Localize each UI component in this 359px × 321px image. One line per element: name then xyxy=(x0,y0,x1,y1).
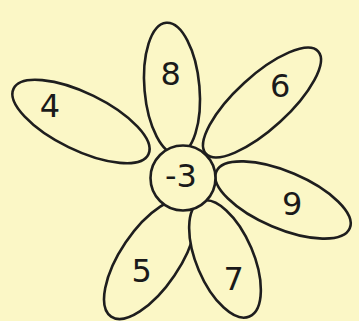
petal-number: 6 xyxy=(270,69,290,101)
center-shape xyxy=(151,146,216,211)
petal-shape xyxy=(139,20,205,156)
petal-outline xyxy=(0,61,163,182)
petal-outline xyxy=(186,29,338,175)
petal-shape xyxy=(188,31,336,173)
flower-petal: 6 xyxy=(186,29,338,175)
petal-number: 7 xyxy=(223,263,243,295)
petal-number: 9 xyxy=(282,188,302,220)
petal-number: 4 xyxy=(39,90,59,122)
center-number: -3 xyxy=(165,160,197,192)
petal-shape xyxy=(1,63,161,180)
petal-number: 5 xyxy=(131,255,151,287)
flower-petal: 4 xyxy=(0,61,163,182)
flower-center: -3 xyxy=(149,144,217,212)
flower-petal: 8 xyxy=(137,18,207,158)
petal-number: 8 xyxy=(161,57,181,89)
